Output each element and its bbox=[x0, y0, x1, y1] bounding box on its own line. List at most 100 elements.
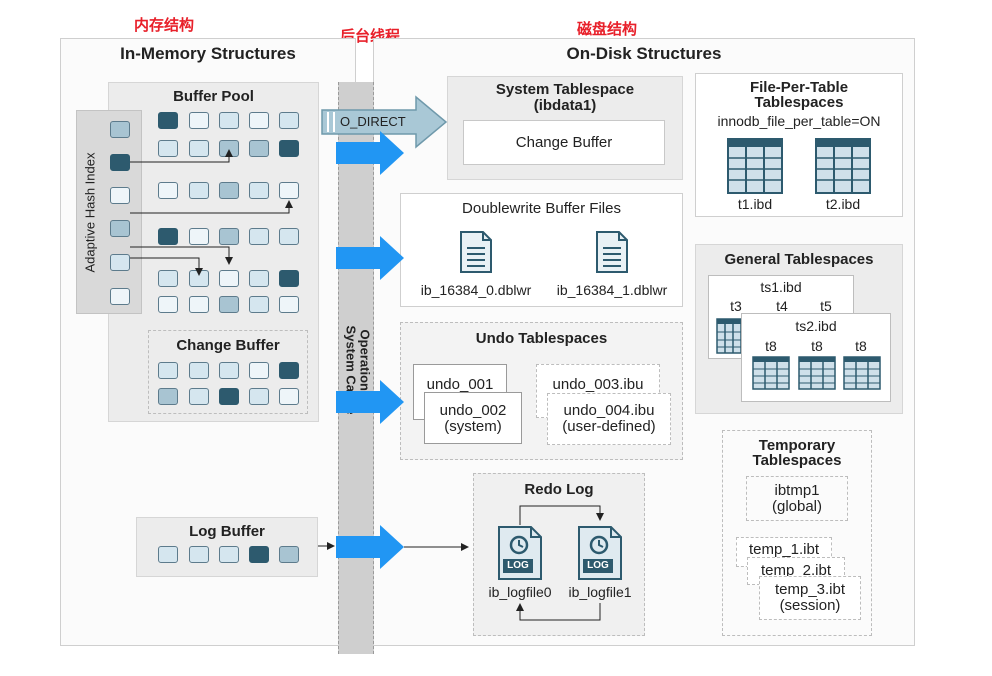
page-cell bbox=[219, 182, 239, 199]
system-tablespace-title: System Tablespace (ibdata1) bbox=[447, 82, 683, 114]
temporary-tablespaces bbox=[722, 430, 872, 636]
change-buffer-cell bbox=[279, 388, 299, 405]
page-cell bbox=[279, 140, 299, 157]
temporary-title-line1: Temporary bbox=[758, 437, 836, 454]
hash-cell bbox=[110, 254, 130, 271]
undo-001-label: undo_001 bbox=[426, 376, 494, 393]
temp-3-label-line2: (session) bbox=[779, 597, 841, 614]
change-buffer-cell bbox=[279, 362, 299, 379]
in-memory-annotation: 内存结构 bbox=[134, 16, 195, 34]
page-cell bbox=[249, 296, 269, 313]
system-tablespace-title-line1: System Tablespace bbox=[495, 81, 635, 98]
disk-change-buffer bbox=[463, 120, 665, 165]
buffer-pool-title: Buffer Pool bbox=[173, 88, 254, 105]
log-buffer-cell bbox=[279, 546, 299, 563]
undo-002-label-line1: undo_002 bbox=[439, 402, 507, 419]
ts2-table-label: t8 bbox=[765, 338, 777, 354]
page-cell bbox=[249, 112, 269, 129]
undo-002-box bbox=[424, 392, 522, 444]
buffer-pool-link-arrows bbox=[130, 149, 293, 276]
log-file-icon: LOG bbox=[577, 525, 623, 581]
table-grid-icon bbox=[752, 356, 790, 390]
t1-ibd-label: t1.ibd bbox=[737, 196, 773, 212]
page-cell bbox=[189, 296, 209, 313]
log-flow-arrows bbox=[318, 505, 604, 621]
log-badge: LOG bbox=[507, 560, 529, 571]
doublewrite-title: Doublewrite Buffer Files bbox=[462, 200, 621, 217]
o-direct-arrow bbox=[321, 95, 448, 149]
hash-cell bbox=[110, 288, 130, 305]
hash-cell bbox=[110, 154, 130, 171]
t2-ibd-label: t2.ibd bbox=[825, 196, 861, 212]
page-cell bbox=[158, 140, 178, 157]
page-cell bbox=[219, 112, 239, 129]
ts2-label: ts2.ibd bbox=[795, 318, 837, 334]
undo-002-label-line2: (system) bbox=[444, 418, 502, 435]
temp-3-label: temp_3.ibt (session) bbox=[759, 582, 861, 614]
adaptive-hash-index bbox=[76, 110, 142, 314]
ts1-table-label: t3 bbox=[730, 298, 742, 314]
ts2-table-label: t8 bbox=[855, 338, 867, 354]
o-direct-label: O_DIRECT bbox=[340, 114, 406, 129]
log-badge: LOG bbox=[587, 560, 609, 571]
page-cell bbox=[279, 270, 299, 287]
ib-logfile0-label: ib_logfile0 bbox=[488, 584, 552, 600]
temporary-title-line2: Tablespaces bbox=[752, 452, 842, 469]
change-buffer-cell bbox=[219, 388, 239, 405]
undo-002-label: undo_002 (system) bbox=[424, 403, 522, 435]
memory-change-buffer-title: Change Buffer bbox=[176, 337, 280, 354]
on-disk-title: On-Disk Structures bbox=[566, 44, 722, 63]
page-cell bbox=[279, 112, 299, 129]
flush-arrows bbox=[336, 131, 404, 569]
page-cell bbox=[158, 182, 178, 199]
temp-2-label: temp_2.ibt bbox=[760, 562, 832, 579]
temp-1-label: temp_1.ibt bbox=[748, 541, 820, 558]
log-file-icon: LOG bbox=[497, 525, 543, 581]
page-cell bbox=[249, 270, 269, 287]
doublewrite-buffer-files bbox=[400, 193, 683, 307]
file-per-table-title: File-Per-Table Tablespaces bbox=[695, 80, 903, 110]
on-disk-annotation: 磁盘结构 bbox=[577, 20, 638, 38]
ts1-table-label: t4 bbox=[776, 298, 788, 314]
file-per-table-setting: innodb_file_per_table=ON bbox=[717, 113, 881, 129]
page-cell bbox=[279, 228, 299, 245]
page-cell bbox=[219, 296, 239, 313]
dblwr-file-0: ib_16384_0.dblwr bbox=[420, 282, 532, 298]
memory-change-buffer bbox=[148, 330, 308, 414]
disk-change-buffer-label: Change Buffer bbox=[515, 134, 613, 151]
table-grid-icon bbox=[727, 138, 783, 194]
page-cell bbox=[189, 228, 209, 245]
general-tablespaces-title: General Tablespaces bbox=[724, 251, 874, 268]
undo-004-label: undo_004.ibu (user-defined) bbox=[547, 403, 671, 435]
page-cell bbox=[158, 296, 178, 313]
document-icon bbox=[459, 230, 493, 274]
table-grid-icon bbox=[798, 356, 836, 390]
page-cell bbox=[158, 270, 178, 287]
change-buffer-cell bbox=[249, 388, 269, 405]
change-buffer-cell bbox=[158, 362, 178, 379]
undo-tablespaces-title: Undo Tablespaces bbox=[475, 330, 608, 347]
ibtmp1-box bbox=[746, 476, 848, 521]
undo-004-label-line1: undo_004.ibu bbox=[563, 402, 655, 419]
change-buffer-cell bbox=[249, 362, 269, 379]
undo-004-box bbox=[547, 393, 671, 445]
table-grid-icon bbox=[843, 356, 881, 390]
log-buffer-cell bbox=[158, 546, 178, 563]
redo-log-title: Redo Log bbox=[524, 481, 594, 498]
undo-004-label-line2: (user-defined) bbox=[562, 418, 656, 435]
change-buffer-cell bbox=[158, 388, 178, 405]
file-per-table-title-line2: Tablespaces bbox=[754, 94, 844, 111]
ts1-label: ts1.ibd bbox=[760, 279, 802, 295]
os-cache-column bbox=[338, 82, 374, 654]
document-icon bbox=[595, 230, 629, 274]
table-grid-icon bbox=[815, 138, 871, 194]
temp-3-label-line1: temp_3.ibt bbox=[774, 581, 846, 598]
ibtmp1-label: ibtmp1 (global) bbox=[746, 483, 848, 515]
page-cell bbox=[249, 182, 269, 199]
hash-cell bbox=[110, 220, 130, 237]
in-memory-title: In-Memory Structures bbox=[120, 44, 296, 63]
temporary-tablespaces-title: Temporary Tablespaces bbox=[722, 438, 872, 468]
page-cell bbox=[158, 228, 178, 245]
log-buffer-cell bbox=[219, 546, 239, 563]
